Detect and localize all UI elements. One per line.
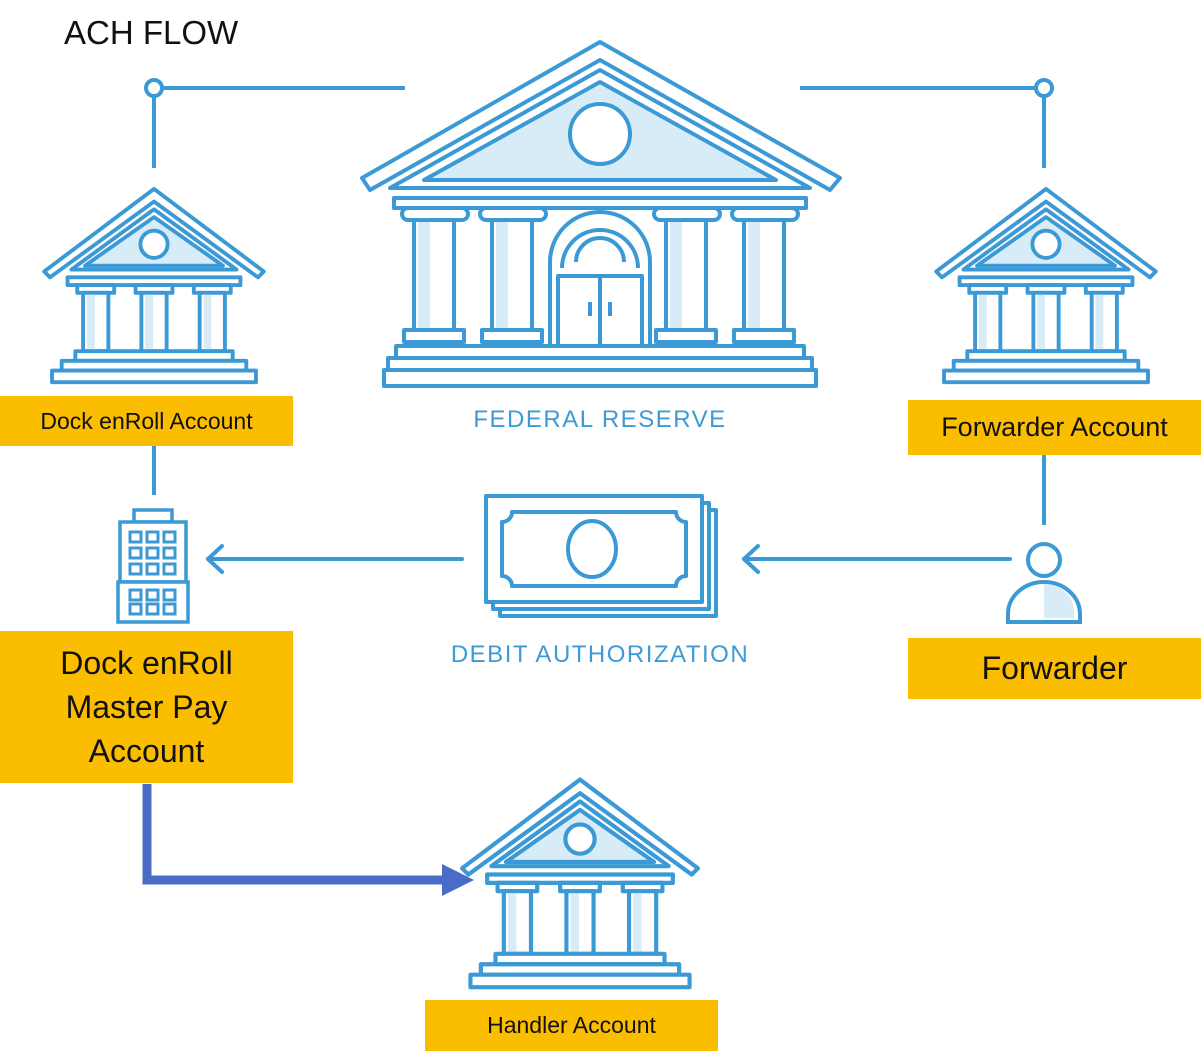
handler-account-label: Handler Account: [425, 1000, 718, 1051]
connector-lines: [144, 78, 1054, 525]
handler-flow-arrow: [142, 784, 474, 896]
federal-reserve-label: FEDERAL RESERVE: [473, 406, 727, 433]
handler-bank-icon: [462, 780, 698, 988]
master-pay-account-label: Dock enRoll Master Pay Account: [0, 631, 293, 783]
forwarder-label: Forwarder: [908, 638, 1201, 699]
diagram-title: ACH FLOW: [64, 14, 239, 51]
debit-arrows: [206, 544, 1012, 574]
dock-bank-icon: [42, 186, 266, 385]
forwarder-bank-icon: [934, 186, 1158, 385]
money-stack-icon: [484, 494, 718, 618]
forwarder-account-label: Forwarder Account: [908, 400, 1201, 455]
dock-enroll-account-label: Dock enRoll Account: [0, 396, 293, 446]
office-building-icon: [116, 508, 190, 624]
federal-reserve-icon: [360, 40, 842, 388]
person-icon: [1006, 542, 1082, 624]
debit-authorization-label: DEBIT AUTHORIZATION: [450, 641, 750, 668]
